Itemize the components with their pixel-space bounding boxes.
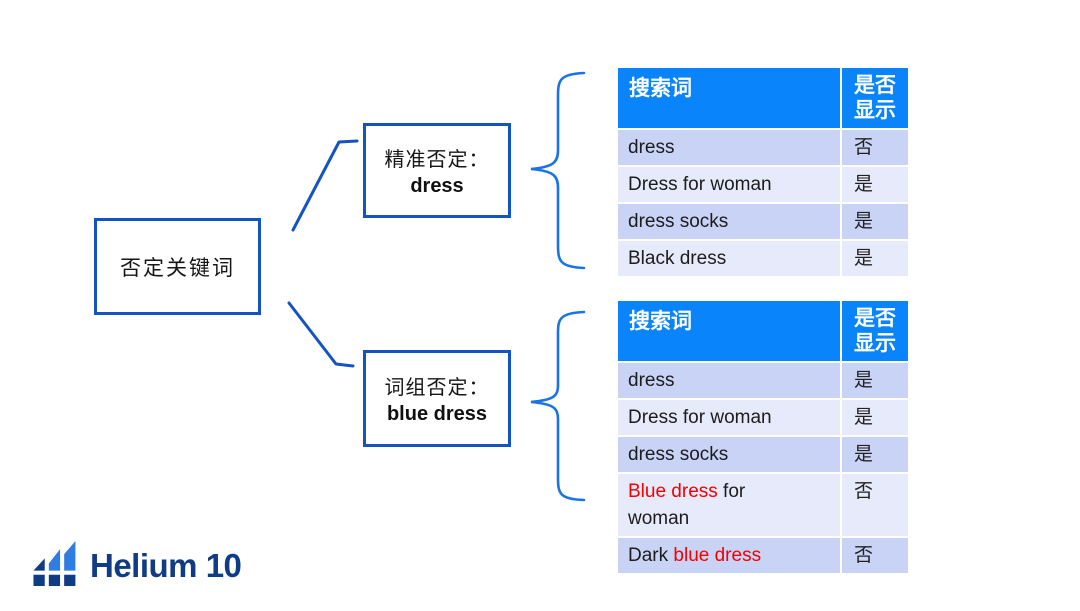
- phrase-negative-keyword: blue dress: [386, 403, 488, 425]
- table-row: Dress for woman 是: [618, 398, 908, 435]
- helium10-bars-icon: [33, 541, 76, 586]
- root-keyword-label: 否定关键词: [120, 255, 235, 280]
- root-keyword-box: 否定关键词: [94, 218, 261, 315]
- shown-cell: 否: [840, 130, 908, 165]
- exact-negative-label: 精准否定：: [384, 149, 490, 171]
- search-term-cell: Dress for woman: [618, 400, 840, 435]
- curly-brace-top: [530, 71, 586, 270]
- search-term-cell: Black dress: [618, 241, 840, 276]
- term-text: Black dress: [628, 248, 727, 269]
- shown-cell: 是: [840, 167, 908, 202]
- phrase-negative-label: 词组否定：: [384, 377, 490, 399]
- term-text: dress socks: [628, 211, 729, 232]
- table-row: dress 是: [618, 361, 908, 398]
- search-term-cell: dress: [618, 363, 840, 398]
- shown-header: 是否显示: [840, 68, 908, 128]
- search-term-header: 搜索词: [629, 309, 692, 333]
- shown-cell: 否: [840, 538, 908, 573]
- phrase-negative-box: 词组否定： blue dress: [363, 350, 511, 447]
- term-text: Dress for woman: [628, 174, 772, 195]
- exact-negative-box: 精准否定： dress: [363, 123, 511, 218]
- helium10-logo: Helium 10: [33, 541, 242, 586]
- negated-phrase-text: blue dress: [673, 545, 762, 566]
- shown-cell: 是: [840, 437, 908, 472]
- table-row: Dress for woman 是: [618, 165, 908, 202]
- shown-cell: 是: [840, 400, 908, 435]
- search-term-cell: Dark blue dress: [618, 538, 840, 573]
- term-text: Dress for woman: [628, 407, 772, 428]
- search-term-cell: dress socks: [618, 437, 840, 472]
- curly-brace-bottom: [530, 310, 586, 502]
- shown-cell: 是: [840, 204, 908, 239]
- term-text: dress: [628, 137, 675, 158]
- shown-cell: 否: [840, 474, 908, 536]
- table-row: dress socks 是: [618, 202, 908, 239]
- term-text: dress socks: [628, 444, 729, 465]
- term-text: Dark: [628, 545, 674, 566]
- search-term-cell: Blue dress for woman: [618, 474, 840, 536]
- connector-line-bottom: [287, 301, 355, 368]
- search-term-header: 搜索词: [629, 76, 692, 100]
- table-header-row: 搜索词 是否显示: [618, 68, 908, 128]
- table-header-row: 搜索词 是否显示: [618, 301, 908, 361]
- connector-line-top: [291, 139, 359, 232]
- logo-wordmark: Helium 10: [90, 547, 242, 584]
- search-term-cell: Dress for woman: [618, 167, 840, 202]
- search-term-cell: dress: [618, 130, 840, 165]
- table-row: dress socks 是: [618, 435, 908, 472]
- shown-cell: 是: [840, 241, 908, 276]
- negated-phrase-text: Blue dress: [628, 481, 718, 502]
- search-term-cell: dress socks: [618, 204, 840, 239]
- table-row: Black dress 是: [618, 239, 908, 276]
- shown-header: 是否显示: [840, 301, 908, 361]
- table-row: dress 否: [618, 128, 908, 165]
- shown-cell: 是: [840, 363, 908, 398]
- exact-negative-keyword: dress: [410, 175, 464, 197]
- term-text: for woman: [628, 481, 746, 529]
- term-text: dress: [628, 370, 675, 391]
